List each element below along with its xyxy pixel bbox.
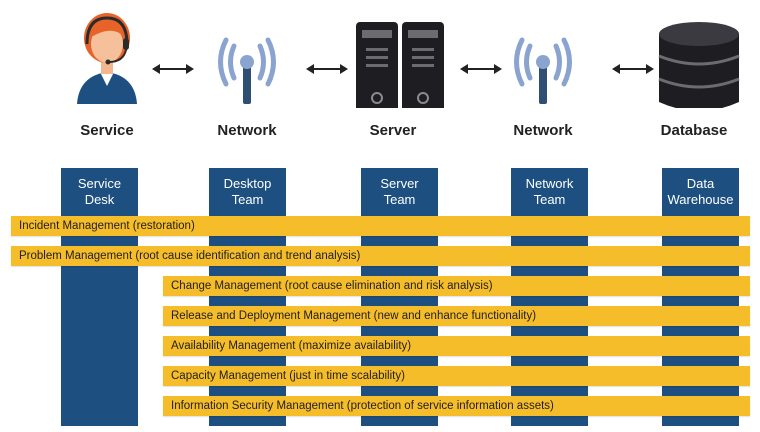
column-label-line1: Desktop <box>223 176 272 191</box>
column-service-desk: Service Desk <box>61 168 138 426</box>
bar-incident-management: Incident Management (restoration) <box>11 216 750 236</box>
double-arrow-icon <box>152 64 194 74</box>
bar-information-security-management: Information Security Management (protect… <box>163 396 750 416</box>
bar-availability-management: Availability Management (maximize availa… <box>163 336 750 356</box>
bar-change-management: Change Management (root cause eliminatio… <box>163 276 750 296</box>
double-arrow-icon <box>460 64 502 74</box>
column-data-warehouse: Data Warehouse <box>662 168 739 426</box>
column-label-line1: Service <box>77 176 122 191</box>
column-label: Network Team <box>511 176 588 208</box>
bar-capacity-management: Capacity Management (just in time scalab… <box>163 366 750 386</box>
column-desktop-team: Desktop Team <box>209 168 286 426</box>
bar-label: Release and Deployment Management (new a… <box>171 310 537 322</box>
node-label: Network <box>217 122 277 139</box>
column-server-team: Server Team <box>361 168 438 426</box>
node-label: Database <box>660 122 728 139</box>
bar-label: Availability Management (maximize availa… <box>171 340 412 352</box>
column-label: Data Warehouse <box>662 176 739 208</box>
column-label: Desktop Team <box>209 176 286 208</box>
bar-label: Problem Management (root cause identific… <box>19 250 361 262</box>
column-label-line1: Server <box>380 176 419 191</box>
server-icon <box>356 22 444 108</box>
double-arrow-icon <box>306 64 348 74</box>
double-arrow-icon <box>612 64 654 74</box>
bar-problem-management: Problem Management (root cause identific… <box>11 246 750 266</box>
node-database: Database <box>644 4 754 139</box>
column-label-line2: Warehouse <box>667 192 734 207</box>
bar-label: Incident Management (restoration) <box>19 220 195 232</box>
column-network-team: Network Team <box>511 168 588 426</box>
bar-label: Change Management (root cause eliminatio… <box>171 280 493 292</box>
bar-label: Information Security Management (protect… <box>171 400 554 412</box>
database-icon <box>658 22 740 108</box>
network-antenna-icon <box>218 37 276 104</box>
column-label: Server Team <box>361 176 438 208</box>
node-network-2: Network <box>488 4 598 139</box>
service-agent-icon <box>77 13 137 104</box>
column-label-line1: Network <box>525 176 574 191</box>
column-label-line1: Data <box>686 176 715 191</box>
node-network-1: Network <box>192 4 302 139</box>
node-label: Network <box>513 122 573 139</box>
node-service: Service <box>52 4 162 139</box>
network-antenna-icon <box>514 37 572 104</box>
bar-release-deployment-management: Release and Deployment Management (new a… <box>163 306 750 326</box>
node-label: Server <box>369 122 417 139</box>
column-label-line2: Desk <box>84 192 115 207</box>
column-label: Service Desk <box>61 176 138 208</box>
node-label: Service <box>80 122 134 139</box>
node-server: Server <box>343 4 453 139</box>
bar-label: Capacity Management (just in time scalab… <box>171 370 405 382</box>
column-label-line2: Team <box>533 192 566 207</box>
column-label-line2: Team <box>383 192 416 207</box>
column-label-line2: Team <box>231 192 264 207</box>
